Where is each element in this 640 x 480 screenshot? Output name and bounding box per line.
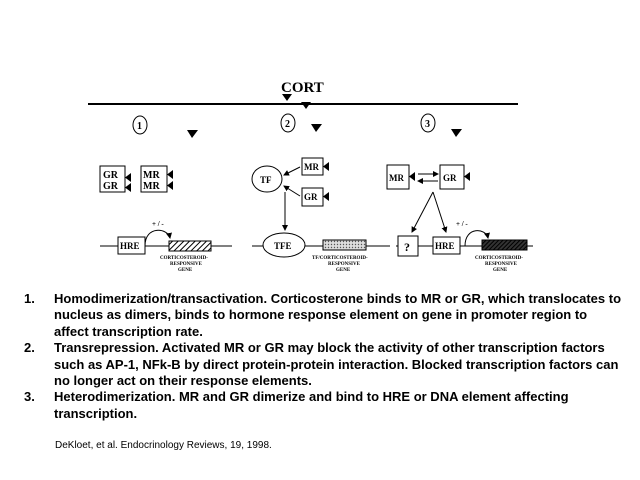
regulation-arc [144, 229, 172, 247]
ligand-icon [451, 129, 462, 137]
note-text: Heterodimerization. MR and GR dimerize a… [54, 389, 569, 421]
gr-receptor [301, 187, 324, 207]
gr-receptor [439, 164, 465, 190]
ligand-icon [323, 192, 329, 201]
mechanism-notes: 1. Homodimerization/transactivation. Cort… [24, 291, 624, 422]
panel-number: 1 [137, 121, 142, 132]
panel-number-badge [280, 113, 296, 133]
note-text: Transrepression. Activated MR or GR may … [54, 340, 619, 389]
panel-number: 3 [425, 119, 430, 130]
receptor-label: MR [389, 173, 404, 183]
unknown-element [397, 235, 419, 257]
gene-label: GENE [336, 268, 351, 273]
regulation-arc [464, 230, 490, 247]
factor-label: TF [260, 175, 272, 185]
note-item: 3. Heterodimerization. MR and GR dimerize… [24, 389, 624, 422]
citation: DeKloet, et al. Endocrinology Reviews, 1… [55, 440, 272, 451]
receptor-label: MR [304, 162, 319, 172]
note-number: 1. [24, 291, 35, 306]
ligand-icon [323, 162, 329, 171]
receptor-label: GR [103, 181, 119, 192]
tf-factor [251, 165, 283, 193]
tfe-element [262, 232, 306, 258]
gene-label: CORTICOSTEROID- [475, 256, 523, 261]
gene-label: GENE [178, 268, 193, 273]
ligand-icon [167, 181, 173, 190]
ligand-icon [409, 172, 415, 181]
note-item: 2. Transrepression. Activated MR or GR ma… [24, 340, 624, 389]
cort-label: CORT [281, 80, 324, 96]
note-item: 1. Homodimerization/transactivation. Cort… [24, 291, 624, 340]
ligand-icon [167, 170, 173, 179]
binding-arrow [432, 191, 448, 233]
gene-label: CORTICOSTEROID- [160, 256, 208, 261]
interaction-arrow [283, 185, 301, 197]
gene-label: TF/CORTICOSTEROID- [312, 256, 368, 261]
element-label: HRE [435, 241, 455, 251]
mr-receptor [386, 164, 410, 190]
gr-dimer [99, 165, 126, 193]
gene-label: GENE [493, 268, 508, 273]
hre-element [117, 236, 146, 255]
receptor-label: MR [143, 170, 160, 181]
gene-label: RESPONSIVE [170, 262, 203, 267]
ligand-icon [311, 124, 322, 132]
regulation-sign: + / - [152, 220, 164, 228]
receptor-label: GR [443, 173, 457, 183]
binding-arrow [411, 191, 434, 233]
cort-arrow-icon [282, 94, 292, 101]
ligand-icon [187, 130, 198, 138]
regulation-sign: + / - [456, 220, 468, 228]
hre-element [432, 236, 461, 255]
unknown-label: ? [404, 240, 410, 254]
ligand-icon [464, 172, 470, 181]
gene-label: RESPONSIVE [328, 262, 361, 267]
mr-dimer [140, 165, 168, 193]
gene-box [322, 239, 367, 251]
gene-box [481, 239, 528, 251]
panel-2: 2 TF MR GR TFE TF/CORTICOSTEROID- RESPON… [251, 113, 390, 273]
ligand-icon [125, 183, 131, 192]
note-number: 3. [24, 389, 35, 405]
panel-3: 3 MR GR + / - ? HRE CORTICOSTEROID- RESP… [386, 113, 533, 273]
note-text: Homodimerization/transactivation. Cortic… [54, 291, 622, 339]
gene-label: RESPONSIVE [485, 262, 518, 267]
element-label: TFE [274, 241, 292, 251]
receptor-label: GR [304, 192, 318, 202]
mechanism-diagram: CORT 1 GR GR MR MR + / - HRE CORTICOSTER… [88, 80, 533, 273]
panel-1: 1 GR GR MR MR + / - HRE CORTICOSTEROID- … [99, 115, 232, 273]
note-number: 2. [24, 340, 35, 356]
interaction-arrow [283, 166, 301, 176]
receptor-label: MR [143, 181, 160, 192]
receptor-label: GR [103, 170, 119, 181]
gene-box [168, 240, 212, 252]
panel-number-badge [420, 113, 436, 133]
ligand-icon [125, 173, 131, 182]
element-label: HRE [120, 241, 140, 251]
panel-number: 2 [285, 119, 290, 130]
panel-number-badge [132, 115, 148, 135]
cort-arrow-icon [301, 102, 311, 109]
